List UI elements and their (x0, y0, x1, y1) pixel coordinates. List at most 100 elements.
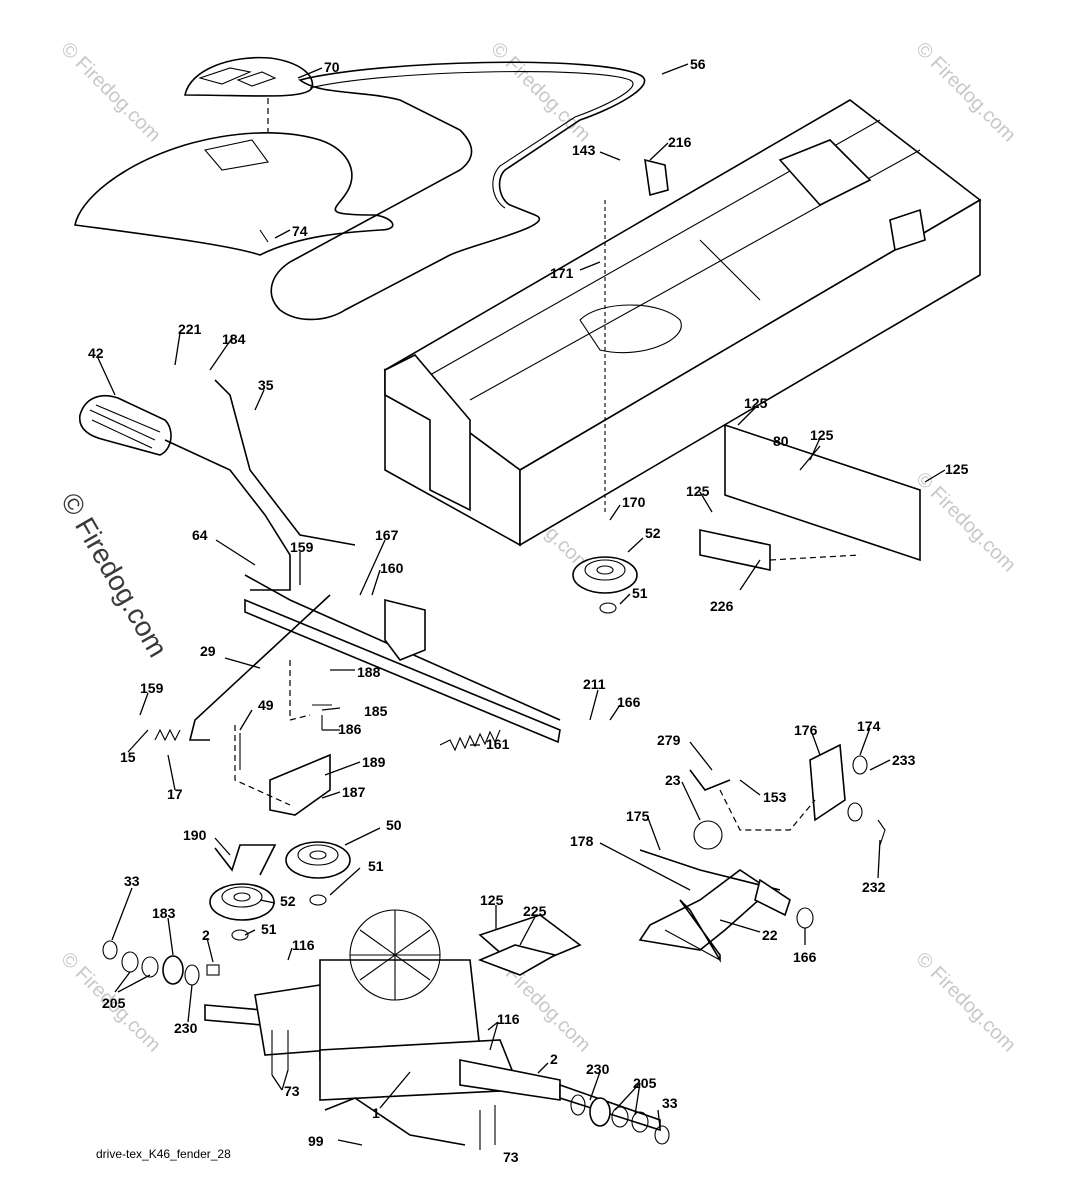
nut-51-lower (231, 929, 249, 941)
callout-216: 216 (668, 134, 692, 150)
callout-125-d: 125 (686, 483, 710, 499)
diagram-caption: drive-tex_K46_fender_28 (96, 1147, 231, 1161)
callout-166-b: 166 (793, 949, 817, 965)
spring-161 (439, 729, 501, 752)
callout-153: 153 (763, 789, 787, 805)
callout-184: 184 (222, 331, 246, 347)
fender-assembly (74, 56, 394, 256)
callout-233: 233 (892, 752, 916, 768)
callout-178: 178 (570, 833, 594, 849)
nut-51-mid (309, 894, 327, 906)
callouts: 70 56 216 143 74 171 221 184 42 35 125 8… (88, 56, 969, 1165)
washers-right (570, 1094, 670, 1145)
callout-116-a: 116 (292, 937, 315, 953)
watermark-mid-right: © Firedog.com (911, 468, 1020, 577)
callout-29: 29 (200, 643, 216, 659)
tractor-frame (383, 99, 982, 547)
callout-73-b: 73 (503, 1149, 519, 1165)
watermark-top-right: © Firedog.com (911, 38, 1020, 147)
callout-170: 170 (622, 494, 646, 510)
watermark-top-center: © Firedog.com (486, 38, 595, 147)
spring-17 (154, 728, 181, 742)
callout-64: 64 (192, 527, 208, 543)
callout-2-b: 2 (550, 1051, 558, 1067)
washers-left (102, 940, 220, 986)
callout-183: 183 (152, 905, 176, 921)
callout-17: 17 (167, 786, 183, 802)
callout-125-a: 125 (744, 395, 768, 411)
callout-52-a: 52 (645, 525, 661, 541)
callout-225: 225 (523, 903, 547, 919)
callout-161: 161 (486, 736, 510, 752)
callout-70: 70 (324, 59, 340, 75)
callout-175: 175 (626, 808, 650, 824)
dashed-leader-189 (234, 660, 311, 806)
bolts (239, 200, 721, 1150)
callout-230-b: 230 (586, 1061, 610, 1077)
callout-167: 167 (375, 527, 399, 543)
callout-232: 232 (862, 879, 886, 895)
callout-159-b: 159 (140, 680, 164, 696)
pulley-52-lower (209, 883, 275, 921)
bracket-80 (699, 423, 921, 571)
callout-279: 279 (657, 732, 681, 748)
watermark-top-left: © Firedog.com (56, 38, 165, 147)
pulley-52-upper (572, 556, 638, 594)
callout-159-a: 159 (290, 539, 314, 555)
callout-205-b: 205 (633, 1075, 657, 1091)
leader-lines (97, 63, 946, 1146)
callout-51-c: 51 (261, 921, 277, 937)
callout-116-b: 116 (497, 1011, 520, 1027)
callout-33-a: 33 (124, 873, 140, 889)
pulley-50 (285, 841, 351, 879)
callout-42: 42 (88, 345, 104, 361)
callout-125-c: 125 (945, 461, 969, 477)
shift-lever-assembly (79, 394, 561, 744)
callout-189: 189 (362, 754, 386, 770)
rod-99 (324, 1097, 466, 1146)
drive-belt (270, 61, 646, 321)
callout-125-e: 125 (480, 892, 504, 908)
callout-1: 1 (372, 1105, 380, 1121)
callout-186: 186 (338, 721, 362, 737)
brake-assembly (638, 743, 886, 963)
callout-33-b: 33 (662, 1095, 678, 1111)
callout-185: 185 (364, 703, 388, 719)
callout-187: 187 (342, 784, 366, 800)
callout-23: 23 (665, 772, 681, 788)
callout-190: 190 (183, 827, 207, 843)
callout-171: 171 (550, 265, 574, 281)
watermark-bottom-right: © Firedog.com (911, 948, 1020, 1057)
callout-51-a: 51 (632, 585, 648, 601)
callout-205-a: 205 (102, 995, 126, 1011)
callout-221: 221 (178, 321, 202, 337)
callout-73: 73 (284, 1083, 300, 1099)
nut-51-upper (599, 602, 617, 614)
rod-29 (188, 594, 331, 741)
callout-160: 160 (380, 560, 404, 576)
callout-80: 80 (773, 433, 789, 449)
callout-226: 226 (710, 598, 734, 614)
idler-arm-190 (214, 844, 277, 876)
callout-125-b: 125 (810, 427, 834, 443)
callout-35: 35 (258, 377, 274, 393)
callout-230-a: 230 (174, 1020, 198, 1036)
callout-166-a: 166 (617, 694, 641, 710)
plate-189 (269, 753, 331, 816)
callout-15: 15 (120, 749, 136, 765)
callout-174: 174 (857, 718, 881, 734)
callout-99: 99 (308, 1133, 324, 1149)
callout-2-a: 2 (202, 927, 210, 943)
callout-143: 143 (572, 142, 596, 158)
callout-56: 56 (690, 56, 706, 72)
callout-74: 74 (292, 223, 308, 239)
callout-51-b: 51 (368, 858, 384, 874)
callout-188: 188 (357, 664, 381, 680)
transaxle-assembly (204, 909, 661, 1132)
watermark-large-left: © Firedog.com (55, 488, 174, 663)
callout-50: 50 (386, 817, 402, 833)
rod-35 (214, 379, 356, 546)
callout-22: 22 (762, 927, 778, 943)
bracket-225 (477, 944, 558, 976)
